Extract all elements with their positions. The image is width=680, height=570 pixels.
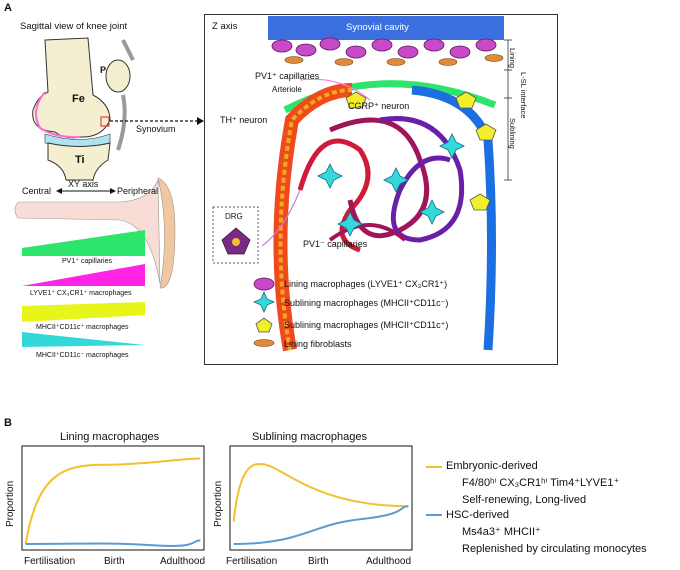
drg-label: DRG — [225, 212, 243, 221]
panel-b-label: B — [4, 417, 12, 429]
xy-central-label: Central — [22, 186, 52, 196]
legend-hsc-title: HSC-derived — [446, 509, 509, 521]
xy-axis-title: XY axis — [68, 179, 99, 189]
legend-hsc-note: Replenished by circulating monocytes — [462, 543, 647, 555]
legend-lining-macrophages: Lining macrophages (LYVE1⁺ CX₃CR1⁺) — [284, 279, 448, 289]
z-axis-title: Z axis — [212, 21, 238, 32]
chart2-series-embryonic-line — [232, 462, 409, 522]
panel-b-legend-swatches — [426, 466, 442, 516]
chart1-xtick-fertilisation: Fertilisation — [24, 556, 76, 567]
pv1-neg-capillaries-label: PV1⁻ capillaries — [303, 239, 368, 249]
chart2-xtick-adulthood: Adulthood — [366, 556, 412, 567]
cgrp-neuron-label: CGRP⁺ neuron — [348, 101, 410, 111]
gradient-label-lyve1: LYVE1⁺ CX₃CR1⁺ macrophages — [30, 290, 132, 297]
legend-lining-fibroblasts: Lining fibroblasts — [284, 339, 352, 349]
patella-label: P — [100, 65, 107, 75]
arteriole-label: Arteriole — [272, 85, 302, 94]
synovial-cavity-label: Synovial cavity — [346, 22, 409, 33]
chart2-xtick-fertilisation: Fertilisation — [226, 556, 278, 567]
pv1-pos-capillaries-label: PV1⁺ capillaries — [255, 71, 320, 81]
knee-title: Sagittal view of knee joint — [20, 21, 128, 32]
chart2-xtick-birth: Birth — [308, 556, 329, 567]
gradient-label-cd11c-neg: MHCII⁺CD11c⁻ macrophages — [36, 352, 129, 359]
panel-a-label: A — [4, 2, 12, 14]
chart2-series-hsc-line — [233, 505, 409, 545]
chart1-title: Lining macrophages — [60, 431, 160, 443]
legend-hsc-markers: Ms4a3⁺ MHCII⁺ — [462, 526, 541, 538]
legend-sublining-cd11c-pos: Sublining macrophages (MHCII⁺CD11c⁺) — [284, 320, 449, 330]
chart1-xtick-birth: Birth — [104, 556, 125, 567]
legend-sublining-cd11c-neg: Sublining macrophages (MHCII⁺CD11c⁻) — [284, 298, 449, 308]
legend-embryonic-markers: F4/80ʰⁱ CX₃CR1ʰⁱ Tim4⁺LYVE1⁺ — [462, 477, 620, 489]
chart2-frame — [229, 445, 413, 551]
th-neuron-label: TH⁺ neuron — [220, 115, 268, 125]
gradient-label-pv1: PV1⁺ capillaries — [62, 258, 112, 265]
z-axis-panel — [204, 14, 558, 365]
legend-embryonic-title: Embryonic-derived — [446, 460, 538, 472]
chart1-xtick-adulthood: Adulthood — [160, 556, 206, 567]
chart2-title: Sublining macrophages — [252, 431, 367, 443]
chart1-frame — [21, 445, 205, 551]
xy-peripheral-label: Peripheral — [117, 186, 159, 196]
legend-embryonic-note: Self-renewing, Long-lived — [462, 494, 587, 506]
gradient-label-cd11c-pos: MHCII⁺CD11c⁺ macrophages — [36, 324, 129, 331]
chart1-series-hsc-line — [25, 539, 201, 547]
femur-label: Fe — [72, 93, 85, 105]
synovium-label: Synovium — [136, 124, 176, 134]
chart1-series-embryonic-line — [24, 457, 201, 545]
tibia-label: Ti — [75, 154, 85, 166]
